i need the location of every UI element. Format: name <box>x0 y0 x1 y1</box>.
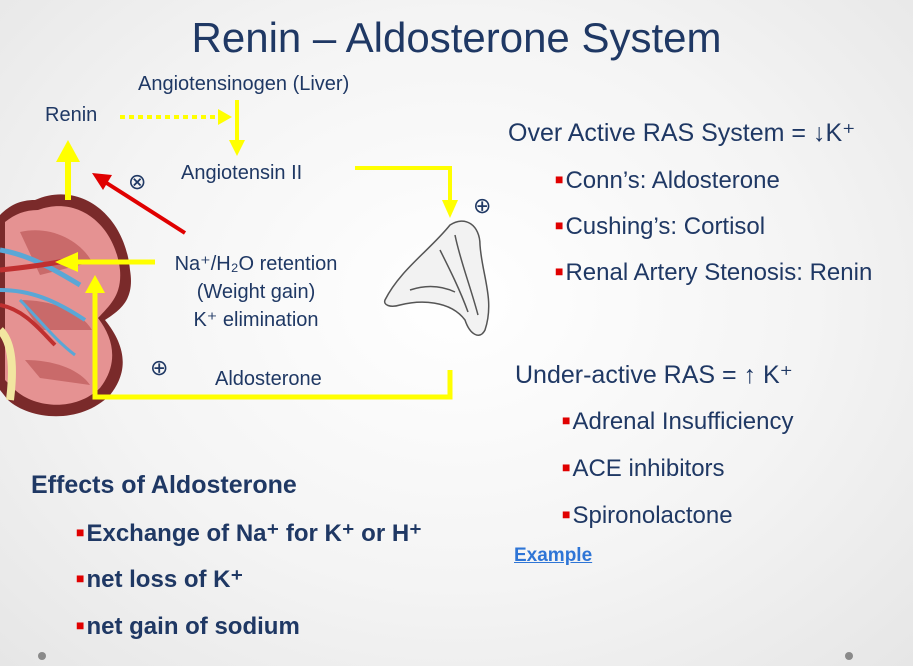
effects-item: ■net gain of sodium <box>76 613 300 641</box>
adrenal-gland-illustration <box>385 221 489 335</box>
bullet-icon: ■ <box>562 506 570 522</box>
effects-heading: Effects of Aldosterone <box>31 471 297 500</box>
weight-gain-line: (Weight gain) <box>150 278 362 306</box>
bullet-icon: ■ <box>555 217 563 233</box>
underactive-item: ■Spironolactone <box>562 502 733 530</box>
next-slide-dot[interactable] <box>845 652 853 660</box>
retention-line: Na⁺/H₂O retention <box>150 250 362 278</box>
inhibit-symbol: ⊗ <box>128 169 146 195</box>
stimulate-symbol-bottom: ⊕ <box>150 355 168 381</box>
bullet-icon: ■ <box>555 263 563 279</box>
bullet-icon: ■ <box>76 617 84 633</box>
overactive-heading: Over Active RAS System = ↓K⁺ <box>508 118 855 148</box>
bullet-icon: ■ <box>76 524 84 540</box>
underactive-heading: Under-active RAS = ↑ K⁺ <box>515 360 793 390</box>
effects-item: ■Exchange of Na⁺ for K⁺ or H⁺ <box>76 519 422 548</box>
stimulate-symbol-top: ⊕ <box>473 193 491 219</box>
k-elimination-line: K⁺ elimination <box>150 306 362 334</box>
bullet-icon: ■ <box>76 570 84 586</box>
angiotensin-ii-label: Angiotensin II <box>181 162 302 185</box>
bullet-icon: ■ <box>555 171 563 187</box>
effects-item: ■net loss of K⁺ <box>76 565 243 594</box>
aldosterone-label: Aldosterone <box>215 368 322 391</box>
kidney-illustration <box>0 194 131 416</box>
renin-label: Renin <box>45 104 97 127</box>
underactive-item: ■Adrenal Insufficiency <box>562 408 793 436</box>
bullet-icon: ■ <box>562 412 570 428</box>
example-link[interactable]: Example <box>514 545 592 567</box>
overactive-item: ■Renal Artery Stenosis: Renin <box>555 259 872 287</box>
overactive-item: ■Conn’s: Aldosterone <box>555 167 780 195</box>
prev-slide-dot[interactable] <box>38 652 46 660</box>
angiotensinogen-label: Angiotensinogen (Liver) <box>138 73 349 96</box>
underactive-item: ■ACE inhibitors <box>562 455 725 483</box>
retention-effects-label: Na⁺/H₂O retention (Weight gain) K⁺ elimi… <box>150 250 362 334</box>
bullet-icon: ■ <box>562 459 570 475</box>
overactive-item: ■Cushing’s: Cortisol <box>555 213 765 241</box>
